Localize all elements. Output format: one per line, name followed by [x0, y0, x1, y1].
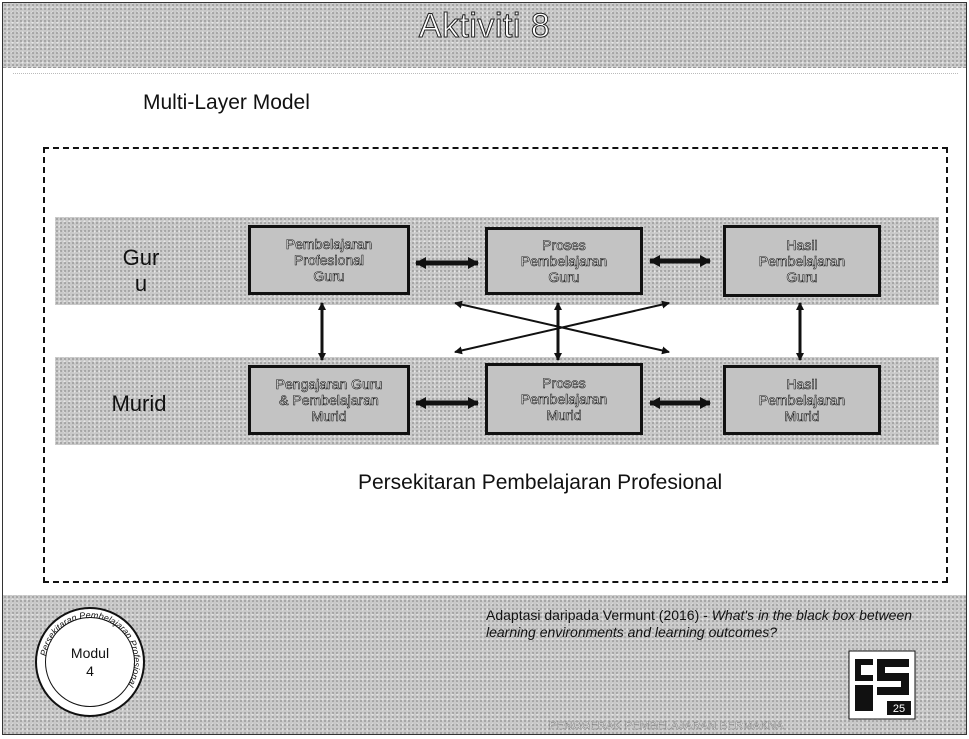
box-proses-pembelajaran-murid: Proses Pembelajaran Murid [485, 363, 643, 435]
box-proses-pembelajaran-guru: Proses Pembelajaran Guru [485, 227, 643, 295]
environment-label: Persekitaran Pembelajaran Profesional [358, 471, 723, 494]
footer-band [3, 595, 966, 734]
header-divider [13, 73, 958, 74]
environment-frame [43, 147, 948, 583]
source-prefix: Adaptasi daripada Vermunt (2016) - [486, 607, 712, 623]
source-title: What's in the black box between learning… [486, 607, 913, 640]
box-hasil-pembelajaran-murid: Hasil Pembelajaran Murid [723, 365, 881, 435]
box-pengajaran-guru-pembelajaran-murid: Pengajaran Guru & Pembelajaran Murid [248, 365, 410, 435]
institution-logo: 25 [848, 650, 916, 720]
slide-subtitle: Multi-Layer Model [143, 91, 310, 114]
source-citation: Adaptasi daripada Vermunt (2016) - What'… [486, 607, 956, 641]
module-badge: Persekitaran Pembelajaran Profesional Mo… [35, 607, 145, 717]
slide-title: Aktiviti 8 [418, 7, 551, 46]
arrow-diagonal-up [454, 300, 670, 355]
connector-arrows [318, 255, 804, 409]
row-label-murid: Murid [111, 391, 167, 416]
title-banner: Aktiviti 8 [3, 3, 966, 68]
badge-ring-text: Persekitaran Pembelajaran Profesional [38, 610, 142, 690]
footer-tagline: PENGGERAK PEMBELAJARAN BERMAKNA [549, 720, 784, 732]
badge-modul-label: Modul [70, 645, 110, 661]
logo-number: 25 [893, 703, 905, 715]
box-pembelajaran-profesional-guru: Pembelajaran Profesional Guru [248, 225, 410, 295]
row-label-guru: Gur u [122, 245, 160, 296]
badge-module-number: 4 [86, 663, 94, 679]
box-hasil-pembelajaran-guru: Hasil Pembelajaran Guru [723, 225, 881, 297]
badge-inner-ring [45, 617, 135, 707]
